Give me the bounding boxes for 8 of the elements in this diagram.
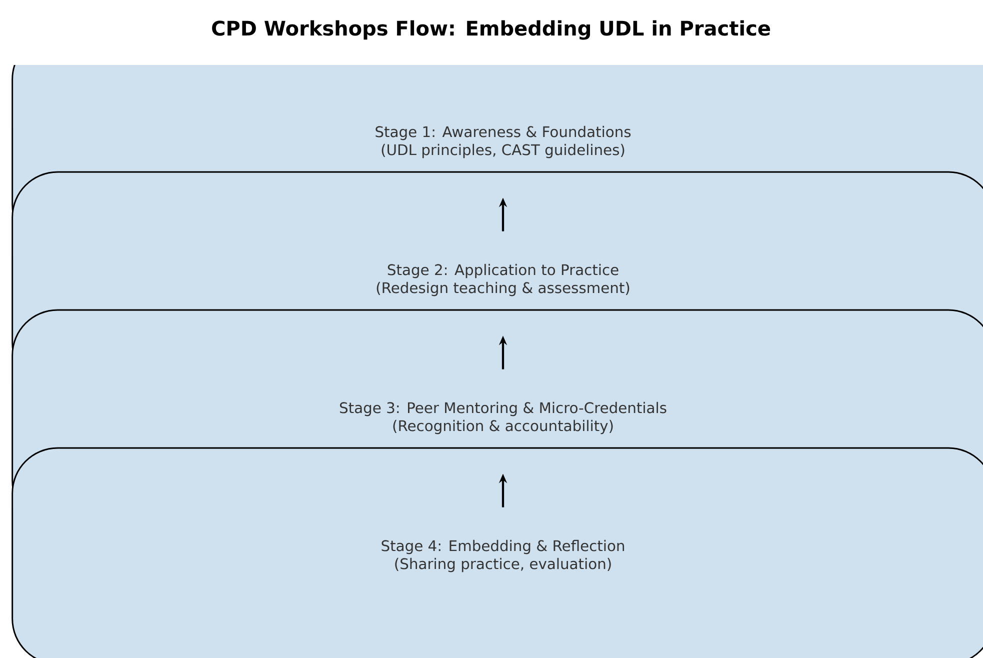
node-label: (Recognition & accountability) [393,420,613,434]
node-label: (UDL principles, CAST guidelines) [382,144,624,158]
node-label: (Redesign teaching & assessment) [376,282,630,296]
node-label: Stage 1: Awareness & Foundations [376,126,631,140]
node-label: Stage 3: Peer Mentoring & Micro-Credentials [340,402,666,416]
node-label: Stage 2: Application to Practice [388,264,618,278]
title: CPD Workshops Flow: Embedding UDL in Practice [212,20,770,40]
stage-box: Stage 4: Embedding & Reflection (Sharing practice, evaluation) [12,447,983,658]
